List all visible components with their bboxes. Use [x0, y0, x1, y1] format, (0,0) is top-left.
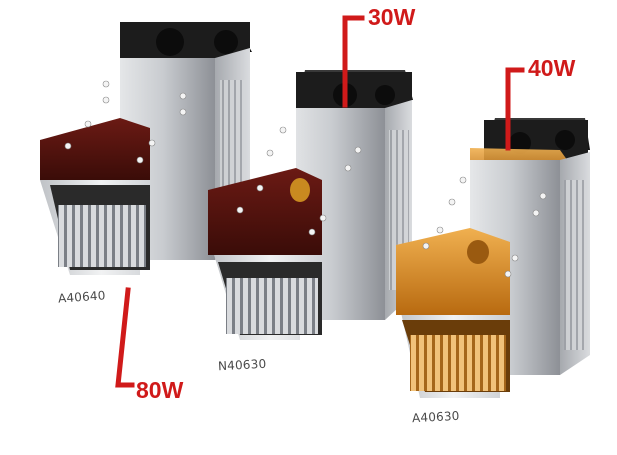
power-label-30w: 30W: [368, 4, 416, 30]
power-label-80w: 80W: [136, 377, 184, 403]
laser-module-3: [396, 118, 590, 398]
model-label-a40630: A40630: [411, 408, 460, 426]
laser-module-2: [208, 70, 413, 340]
model-label-n40630: N40630: [217, 356, 267, 374]
pointer-lines: [115, 15, 525, 388]
power-label-40w: 40W: [528, 55, 576, 81]
pointer-line-40w: [505, 67, 525, 151]
pointer-line-80w: [115, 287, 135, 388]
pointer-line-30w: [342, 15, 365, 108]
